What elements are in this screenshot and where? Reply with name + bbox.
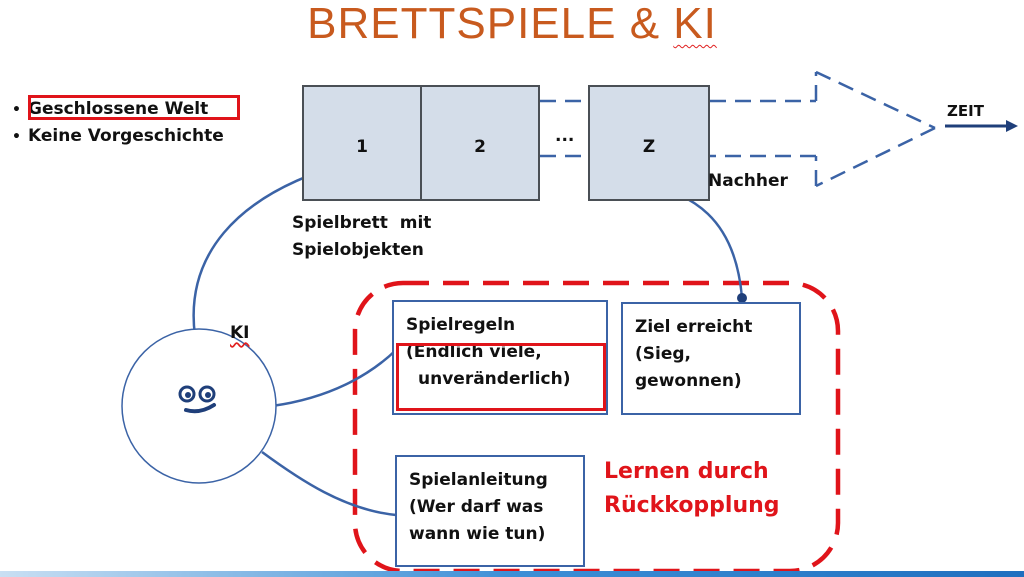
instructions-line2: (Wer darf was xyxy=(409,497,544,517)
ki-circle xyxy=(121,328,277,484)
page-title: BRETTSPIELE & KI xyxy=(0,0,1024,48)
zeit-label: ZEIT xyxy=(947,102,984,120)
board-caption-line2: Spielobjekten xyxy=(292,240,424,260)
goal-title: Ziel erreicht xyxy=(635,317,753,337)
instructions-box: Spielanleitung (Wer darf was wann wie tu… xyxy=(395,455,585,567)
cell-label: Z xyxy=(642,137,656,157)
cell-label: 1 xyxy=(356,137,368,157)
bullet-list: • Geschlossene Welt • Keine Vorgeschichte xyxy=(12,96,224,150)
goal-line3: gewonnen) xyxy=(635,371,742,391)
board-cell-1: 1 xyxy=(302,85,422,201)
title-ki: KI xyxy=(673,0,717,48)
bullet-item: • Keine Vorgeschichte xyxy=(12,123,224,150)
ki-label: KI xyxy=(230,323,250,343)
title-main: BRETTSPIELE & xyxy=(307,0,674,48)
bullet-text: Keine Vorgeschichte xyxy=(28,126,224,146)
time-arrow-head-lower xyxy=(815,126,936,188)
board-caption-line1: Spielbrett mit xyxy=(292,213,432,233)
bottom-accent-bar xyxy=(0,571,1024,577)
rules-box: Spielregeln (Endlich viele, unveränderli… xyxy=(392,300,608,415)
goal-endpoint xyxy=(737,293,747,303)
instructions-line3: wann wie tun) xyxy=(409,524,546,544)
zeit-arrow-head xyxy=(1006,120,1018,132)
feedback-line2: Rückkopplung xyxy=(604,493,780,518)
cell-label: 2 xyxy=(474,137,486,157)
highlight-box-finite-rules xyxy=(396,343,606,411)
ki-to-instructions-curve xyxy=(261,450,397,517)
instructions-title: Spielanleitung xyxy=(409,470,548,490)
nachher-label: Nachher xyxy=(708,171,788,191)
feedback-line1: Lernen durch xyxy=(604,459,769,484)
rules-title: Spielregeln xyxy=(406,315,516,335)
bullet-marker: • xyxy=(12,129,21,145)
ki-face-icon xyxy=(178,385,216,414)
rules-line3: unveränderlich) xyxy=(418,369,571,389)
board-ellipsis: ... xyxy=(555,126,575,146)
board-cell-2: 2 xyxy=(420,85,540,201)
bullet-text: Geschlossene Welt xyxy=(28,99,209,119)
rules-line2: (Endlich viele, xyxy=(406,342,542,362)
highlight-box-closed-world xyxy=(28,95,240,120)
goal-line2: (Sieg, xyxy=(635,344,691,364)
goal-box: Ziel erreicht (Sieg, gewonnen) xyxy=(621,302,801,415)
bullet-item: • Geschlossene Welt xyxy=(12,96,224,123)
feedback-label: Lernen durch Rückkopplung xyxy=(604,455,780,523)
time-arrow-head-upper xyxy=(815,70,936,130)
board-cell-z: Z xyxy=(588,85,710,201)
ki-to-rules-curve xyxy=(271,349,397,408)
bullet-marker: • xyxy=(12,102,21,118)
